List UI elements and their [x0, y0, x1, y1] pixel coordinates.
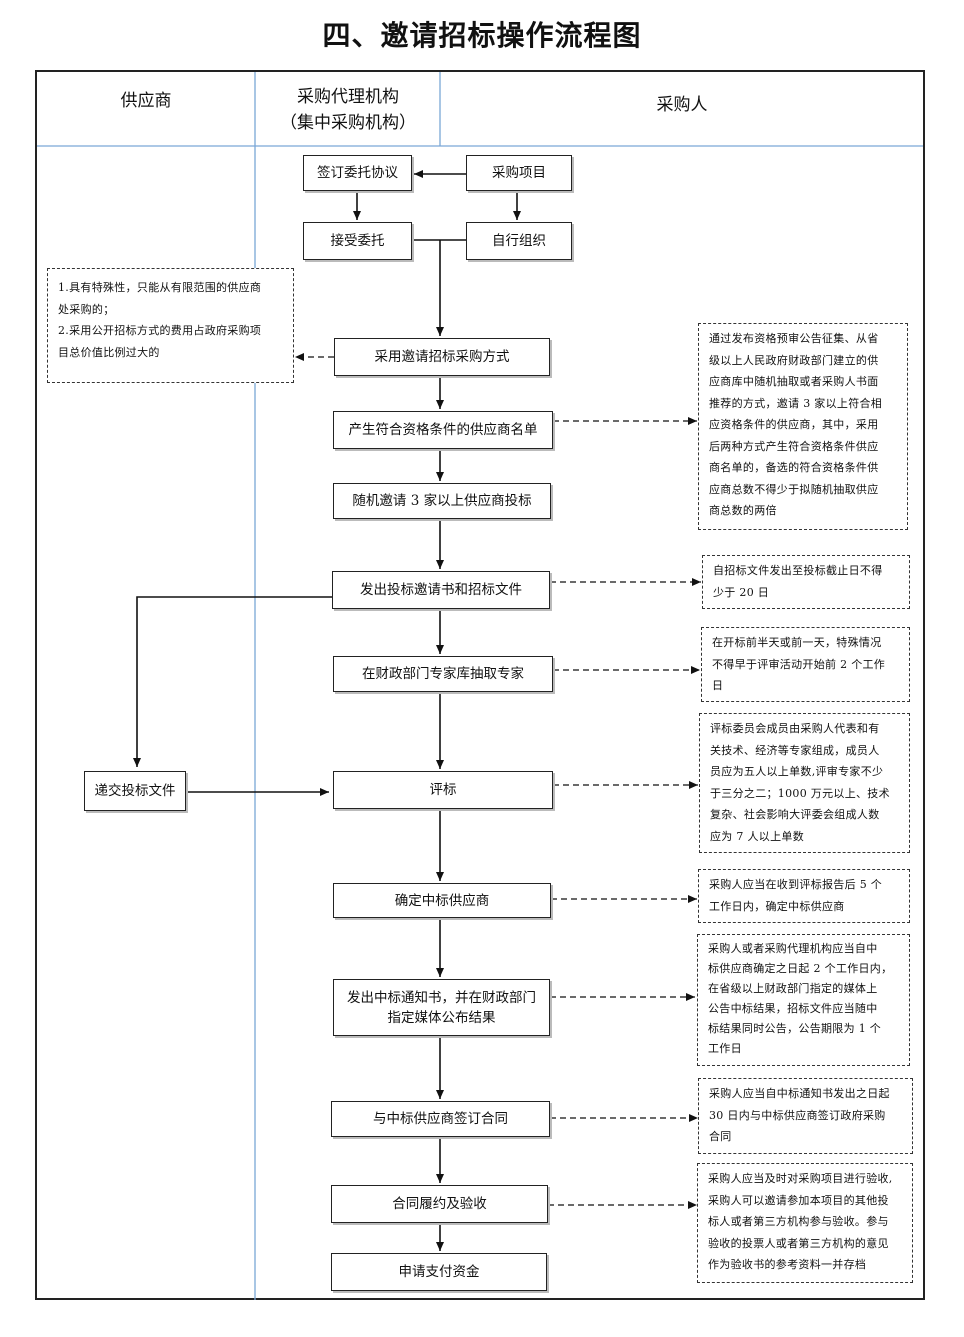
flowchart-frame [35, 70, 925, 1300]
arrow-issue-to-submit [133, 596, 332, 767]
invite-method-box: 采用邀请招标采购方式 [334, 338, 550, 376]
note-contract-rule: 采购人应当自中标通知书发出之日起 30 日内与中标供应商签订政府采购 合同 [698, 1078, 913, 1154]
page-title: 四、邀请招标操作流程图 [322, 19, 642, 52]
lane-header-agency: 采购代理机构 （集中采购机构） [280, 87, 416, 133]
issue-documents-box: 发出投标邀请书和招标文件 [332, 571, 550, 609]
draw-experts-box: 在财政部门专家库抽取专家 [333, 656, 553, 692]
award-notice-box: 发出中标通知书，并在财政部门 指定媒体公布结果 [333, 979, 550, 1036]
sign-agreement-box: 签订委托协议 [303, 155, 412, 191]
submit-bid-box: 递交投标文件 [84, 771, 186, 811]
lane-header-supplier: 供应商 [120, 91, 172, 111]
qualified-list-box: 产生符合资格条件的供应商名单 [333, 411, 553, 449]
note-list-rule: 通过发布资格预审公告征集、从省 级以上人民政府财政部门建立的供 应商库中随机抽取… [698, 323, 908, 530]
note-acceptance-rule: 采购人应当及时对采购项目进行验收, 采购人可以邀请参加本项目的其他投 标人或者第… [697, 1163, 913, 1283]
note-evaluate-rule: 评标委员会成员由采购人代表和有 关技术、经济等专家组成，成员人 员应为五人以上单… [699, 713, 910, 853]
determine-winner-box: 确定中标供应商 [333, 883, 551, 918]
random-invite-box: 随机邀请 3 家以上供应商投标 [333, 483, 551, 519]
note-invite-conditions: 1.具有特殊性，只能从有限范围的供应商 处采购的； 2.采用公开招标方式的费用占… [47, 268, 294, 383]
self-organize-box: 自行组织 [466, 222, 572, 260]
sign-contract-box: 与中标供应商签订合同 [331, 1101, 550, 1137]
lane-header-purchaser: 采购人 [656, 95, 708, 115]
evaluate-box: 评标 [333, 771, 553, 809]
contract-acceptance-box: 合同履约及验收 [331, 1185, 548, 1223]
accept-entrust-box: 接受委托 [303, 222, 412, 260]
procurement-project-box: 采购项目 [466, 155, 572, 191]
note-winner-rule: 采购人应当在收到评标报告后 5 个 工作日内，确定中标供应商 [698, 869, 910, 923]
payment-request-box: 申请支付资金 [331, 1253, 547, 1291]
note-issue-rule: 自招标文件发出至投标截止日不得 少于 20 日 [702, 555, 910, 609]
note-expert-rule: 在开标前半天或前一天，特殊情况 不得早于评审活动开始前 2 个工作 日 [701, 627, 910, 702]
note-notice-rule: 采购人或者采购代理机构应当自中 标供应商确定之日起 2 个工作日内， 在省级以上… [697, 934, 910, 1066]
